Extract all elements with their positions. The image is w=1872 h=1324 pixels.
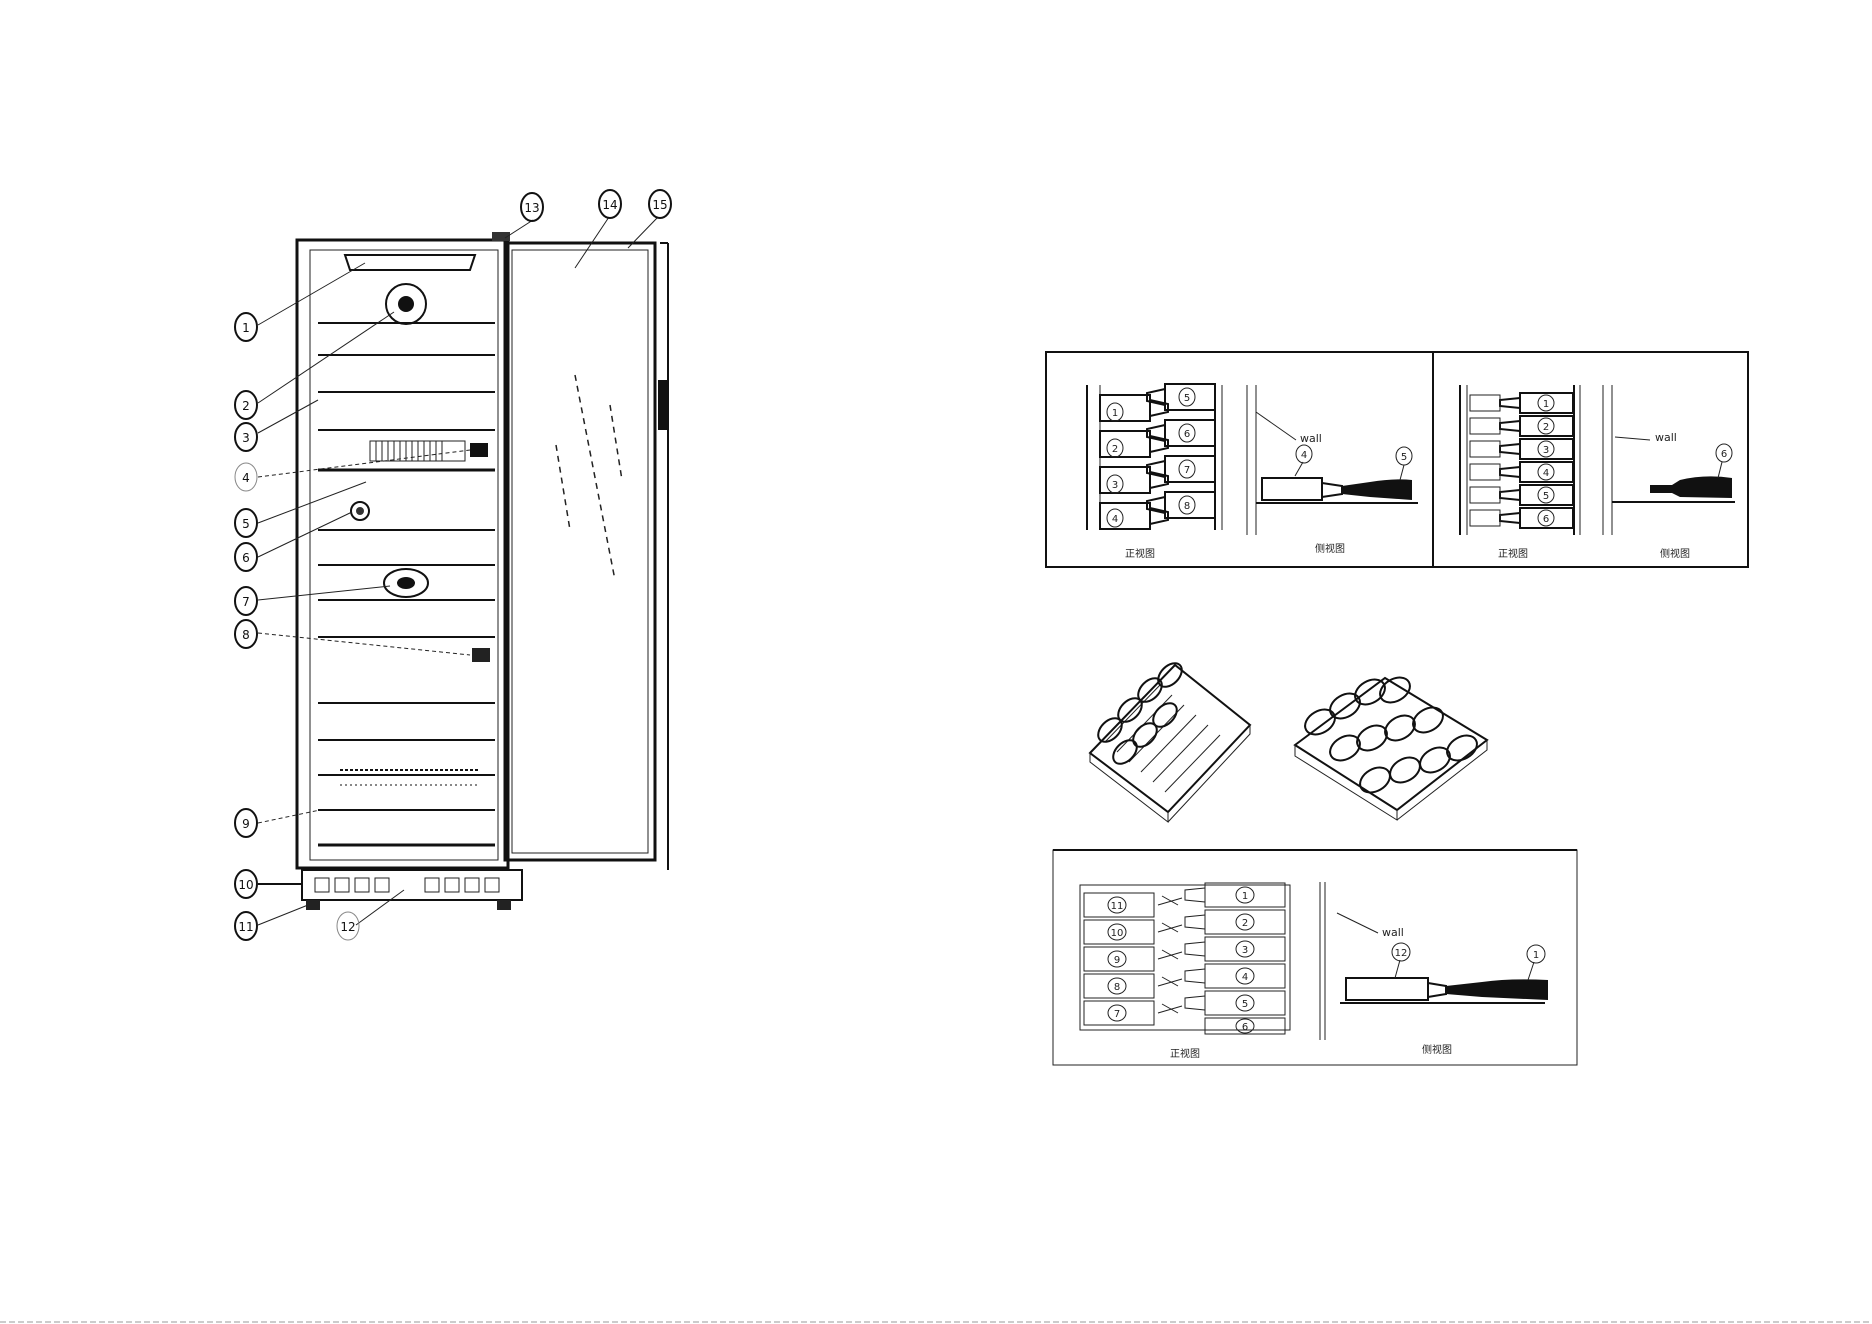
- svg-text:4: 4: [242, 471, 250, 485]
- svg-text:8: 8: [1114, 982, 1120, 993]
- shelf-layout-panel-bottom: 11 10 9 8 7 1 2 3 4 5 6 正视图 wall: [1053, 850, 1577, 1065]
- sensor-icon: [472, 648, 490, 662]
- svg-text:2: 2: [242, 399, 250, 413]
- panel-c-caption-right: 侧视图: [1422, 1043, 1452, 1056]
- callout-7: 7: [235, 587, 257, 615]
- panel-a-caption-left: 正视图: [1125, 547, 1155, 560]
- evaporator-coil: [370, 441, 488, 461]
- svg-text:5: 5: [1242, 999, 1248, 1010]
- shelf-layout-panel-top: 1 2 3 4 5 6 7 8 正视图 wall 4: [1046, 352, 1748, 567]
- panel-b-numbers: 1 2 3 4 5 6: [1538, 395, 1554, 526]
- svg-text:4: 4: [1543, 468, 1549, 479]
- callout-10: 10: [235, 870, 257, 898]
- panel-a-side-view: wall 4 5 侧视图: [1247, 385, 1418, 555]
- control-panel: [345, 255, 475, 270]
- panel-a-wall-label: wall: [1300, 432, 1322, 445]
- svg-text:7: 7: [242, 595, 250, 609]
- svg-text:9: 9: [242, 817, 250, 831]
- panel-c-wall-label: wall: [1382, 926, 1404, 939]
- svg-text:4: 4: [1301, 450, 1307, 461]
- svg-text:6: 6: [1543, 514, 1549, 525]
- svg-text:13: 13: [524, 201, 539, 215]
- panel-b-front-view: 1 2 3 4 5 6 正视图: [1460, 385, 1580, 560]
- glass-reflection: [556, 375, 622, 580]
- svg-text:2: 2: [1242, 918, 1248, 929]
- svg-text:5: 5: [1543, 491, 1549, 502]
- svg-text:9: 9: [1114, 955, 1120, 966]
- svg-text:6: 6: [1721, 449, 1727, 460]
- callout-6: 6: [235, 543, 257, 571]
- svg-text:6: 6: [1242, 1022, 1248, 1033]
- svg-text:11: 11: [238, 920, 253, 934]
- callout-3: 3: [235, 423, 257, 451]
- callout-13: 13: [521, 193, 543, 221]
- panel-a-front-view: 1 2 3 4 5 6 7 8 正视图: [1087, 384, 1222, 560]
- svg-text:6: 6: [1184, 429, 1190, 440]
- svg-text:1: 1: [1112, 408, 1118, 419]
- svg-text:8: 8: [242, 628, 250, 642]
- svg-text:11: 11: [1111, 901, 1124, 912]
- panel-c-front-view: 11 10 9 8 7 1 2 3 4 5 6 正视图: [1080, 883, 1290, 1060]
- callout-1: 1: [235, 313, 257, 341]
- svg-text:15: 15: [652, 198, 667, 212]
- foot-right: [497, 900, 511, 910]
- wine-fridge-drawing: 1 2 3 4 5 6 7 8 9 10 11 12 13 14 15: [235, 190, 671, 940]
- svg-text:1: 1: [1533, 950, 1539, 961]
- svg-text:5: 5: [242, 517, 250, 531]
- svg-text:3: 3: [1112, 480, 1118, 491]
- callout-9: 9: [235, 809, 257, 837]
- panel-b-wall-label: wall: [1655, 431, 1677, 444]
- svg-text:1: 1: [1242, 891, 1248, 902]
- fan-hub: [398, 296, 414, 312]
- panel-a-caption-right: 侧视图: [1315, 542, 1345, 555]
- glass-door: [505, 243, 655, 860]
- svg-text:7: 7: [1114, 1009, 1120, 1020]
- svg-text:3: 3: [242, 431, 250, 445]
- callout-15: 15: [649, 190, 671, 218]
- svg-text:1: 1: [1543, 399, 1549, 410]
- svg-text:6: 6: [242, 551, 250, 565]
- panel-b-caption-left: 正视图: [1498, 547, 1528, 560]
- svg-text:10: 10: [238, 878, 253, 892]
- svg-text:12: 12: [340, 920, 355, 934]
- callout-4: 4: [235, 463, 257, 491]
- svg-text:10: 10: [1111, 928, 1124, 939]
- callout-5: 5: [235, 509, 257, 537]
- panel-b-side-view: wall 6 侧视图: [1603, 385, 1735, 560]
- callout-14: 14: [599, 190, 621, 218]
- svg-text:2: 2: [1112, 444, 1118, 455]
- panel-a-right-numbers: 5 6 7 8: [1179, 388, 1195, 514]
- panel-c-left-numbers: 11 10 9 8 7: [1108, 897, 1126, 1021]
- door-handle: [658, 380, 667, 430]
- isometric-shelf-left: [1090, 659, 1250, 822]
- panel-c-right-numbers: 1 2 3 4 5 6: [1236, 887, 1254, 1033]
- svg-text:1: 1: [242, 321, 250, 335]
- svg-text:4: 4: [1112, 514, 1118, 525]
- panel-c-caption-left: 正视图: [1170, 1047, 1200, 1060]
- panel-c-side-view: wall 12 1 侧视图: [1320, 882, 1548, 1056]
- callout-11: 11: [235, 912, 257, 940]
- cabinet-outer: [297, 240, 508, 868]
- isometric-shelf-right: [1295, 672, 1487, 820]
- panel-b-caption-right: 侧视图: [1660, 547, 1690, 560]
- vent-slots: [315, 878, 499, 892]
- svg-text:12: 12: [1395, 948, 1408, 959]
- callout-2: 2: [235, 391, 257, 419]
- svg-text:3: 3: [1543, 445, 1549, 456]
- svg-text:7: 7: [1184, 465, 1190, 476]
- cabinet-inner: [310, 250, 498, 860]
- svg-text:5: 5: [1401, 452, 1407, 463]
- svg-text:4: 4: [1242, 972, 1248, 983]
- svg-text:14: 14: [602, 198, 617, 212]
- svg-text:3: 3: [1242, 945, 1248, 956]
- svg-text:8: 8: [1184, 501, 1190, 512]
- svg-text:5: 5: [1184, 393, 1190, 404]
- callout-8: 8: [235, 620, 257, 648]
- foot-left: [306, 900, 320, 910]
- callout-12: 12: [337, 912, 359, 940]
- svg-text:2: 2: [1543, 422, 1549, 433]
- panel-frame-bottom: [1053, 850, 1577, 1065]
